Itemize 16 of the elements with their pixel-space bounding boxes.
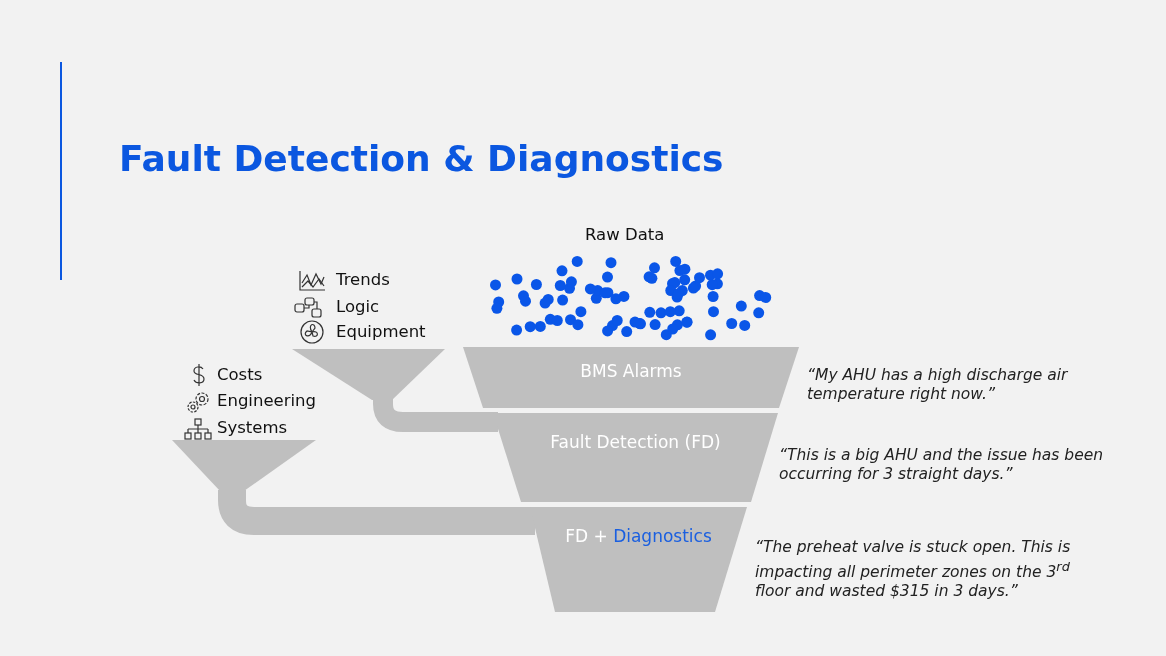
item-label: Engineering	[217, 391, 316, 410]
stage-label: Fault Detection (FD)	[549, 432, 722, 452]
title: Fault Detection & Diagnostics	[119, 138, 724, 179]
stage-label: FD + Diagnostics	[564, 526, 713, 546]
item-label: Systems	[217, 418, 288, 437]
funnel	[172, 440, 316, 491]
quote-text: “The preheat valve is stuck open. This is impacting all perimeter zones on the 3$^{rd}$ floor and wasted $315 in 3 days.”	[755, 538, 1072, 602]
item-label: Equipment	[336, 322, 426, 341]
stage-label: BMS Alarms	[579, 361, 683, 381]
quote-text: “My AHU has a high discharge air temperature right now.”	[807, 366, 1069, 404]
quote-text: “This is a big AHU and the issue has been occurring for 3 straight days.”	[779, 446, 1105, 484]
heading-label: Raw Data	[585, 225, 665, 244]
funnel-stage	[463, 347, 799, 408]
item-label: Trends	[336, 270, 390, 289]
item-label: Costs	[217, 365, 263, 384]
item-label: Logic	[336, 297, 380, 316]
